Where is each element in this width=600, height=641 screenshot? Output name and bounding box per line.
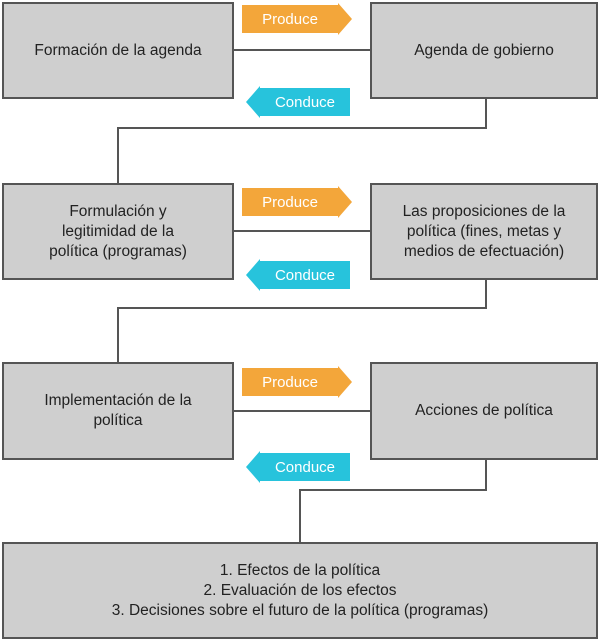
box-agenda-formation: Formación de la agenda: [2, 2, 234, 99]
box-label: Las proposiciones de la política (fines,…: [402, 202, 566, 260]
arrow-label: Produce: [262, 10, 318, 28]
arrow-head-right-icon: [338, 366, 352, 398]
box-propositions: Las proposiciones de la política (fines,…: [370, 183, 598, 280]
box-implementation: Implementación de la política: [2, 362, 234, 460]
box-actions: Acciones de política: [370, 362, 598, 460]
box-label: Acciones de política: [415, 402, 553, 419]
connector-line: [117, 99, 487, 183]
box-label: Agenda de gobierno: [414, 41, 554, 59]
conduce-arrow: Conduce: [246, 86, 350, 118]
arrow-label: Produce: [262, 373, 318, 391]
arrow-head-right-icon: [338, 3, 352, 35]
connector-line: [299, 460, 487, 542]
box-formulation: Formulación y legitimidad de la política…: [2, 183, 234, 280]
arrow-head-right-icon: [338, 186, 352, 218]
conduce-arrow: Conduce: [246, 451, 350, 483]
box-government-agenda: Agenda de gobierno: [370, 2, 598, 99]
arrow-head-left-icon: [246, 451, 260, 483]
produce-arrow: Produce: [242, 366, 352, 398]
arrow-label: Conduce: [274, 93, 336, 111]
produce-arrow: Produce: [242, 3, 352, 35]
conduce-arrow: Conduce: [246, 259, 350, 291]
arrow-head-left-icon: [246, 86, 260, 118]
arrow-label: Produce: [262, 193, 318, 211]
box-label: 1. Efectos de la política 2. Evaluación …: [111, 561, 489, 619]
box-label: Implementación de la política: [44, 392, 192, 429]
connector-line: [117, 279, 487, 362]
arrow-label: Conduce: [274, 266, 336, 284]
produce-arrow: Produce: [242, 186, 352, 218]
arrow-head-left-icon: [246, 259, 260, 291]
box-label: Formación de la agenda: [34, 41, 202, 59]
box-label: Formulación y legitimidad de la política…: [49, 202, 187, 260]
arrow-label: Conduce: [274, 458, 336, 476]
box-outcomes: 1. Efectos de la política 2. Evaluación …: [2, 542, 598, 639]
